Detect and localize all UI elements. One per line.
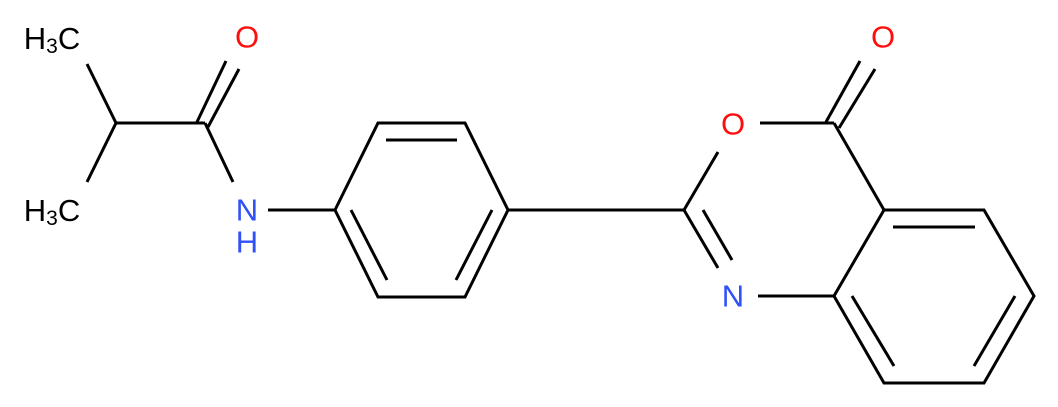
bond-c2-n-2 xyxy=(701,209,734,261)
benzo-ring xyxy=(832,208,1036,385)
bond-lactone-co-1 xyxy=(824,60,862,123)
ring-nitrogen-label: N xyxy=(722,279,744,314)
amide-nitrogen-label: N xyxy=(236,193,258,228)
bond-c2-o xyxy=(682,151,720,211)
bond-c2-n-1 xyxy=(682,209,720,269)
methyl-bottom-label: H3C xyxy=(24,193,80,230)
bond-carbonyl-n xyxy=(203,122,235,183)
atom-labels: H3C H3C O N H O O N xyxy=(24,20,895,314)
amide-oxygen-label: O xyxy=(235,20,259,55)
amide-hydrogen-label: H xyxy=(236,225,258,260)
bond-c4-c4a xyxy=(832,122,886,211)
benzo-inner-2 xyxy=(972,295,1017,367)
bond-lactone-co-2 xyxy=(837,68,877,129)
bond-amide-co-2 xyxy=(206,68,241,128)
ring-oxygen-label: O xyxy=(721,107,745,142)
phenyl-inner-3 xyxy=(454,209,494,281)
bond-methyl-top xyxy=(85,63,118,124)
phenyl-inner-2 xyxy=(349,209,389,281)
lactone-oxygen-label: O xyxy=(871,20,895,55)
bonds xyxy=(85,60,1036,385)
bond-methyl-bottom xyxy=(85,122,118,183)
phenyl-ring xyxy=(333,121,510,299)
methyl-top-label: H3C xyxy=(24,21,80,58)
bond-amide-co-1 xyxy=(195,60,228,123)
benzo-inner-3 xyxy=(850,295,896,367)
